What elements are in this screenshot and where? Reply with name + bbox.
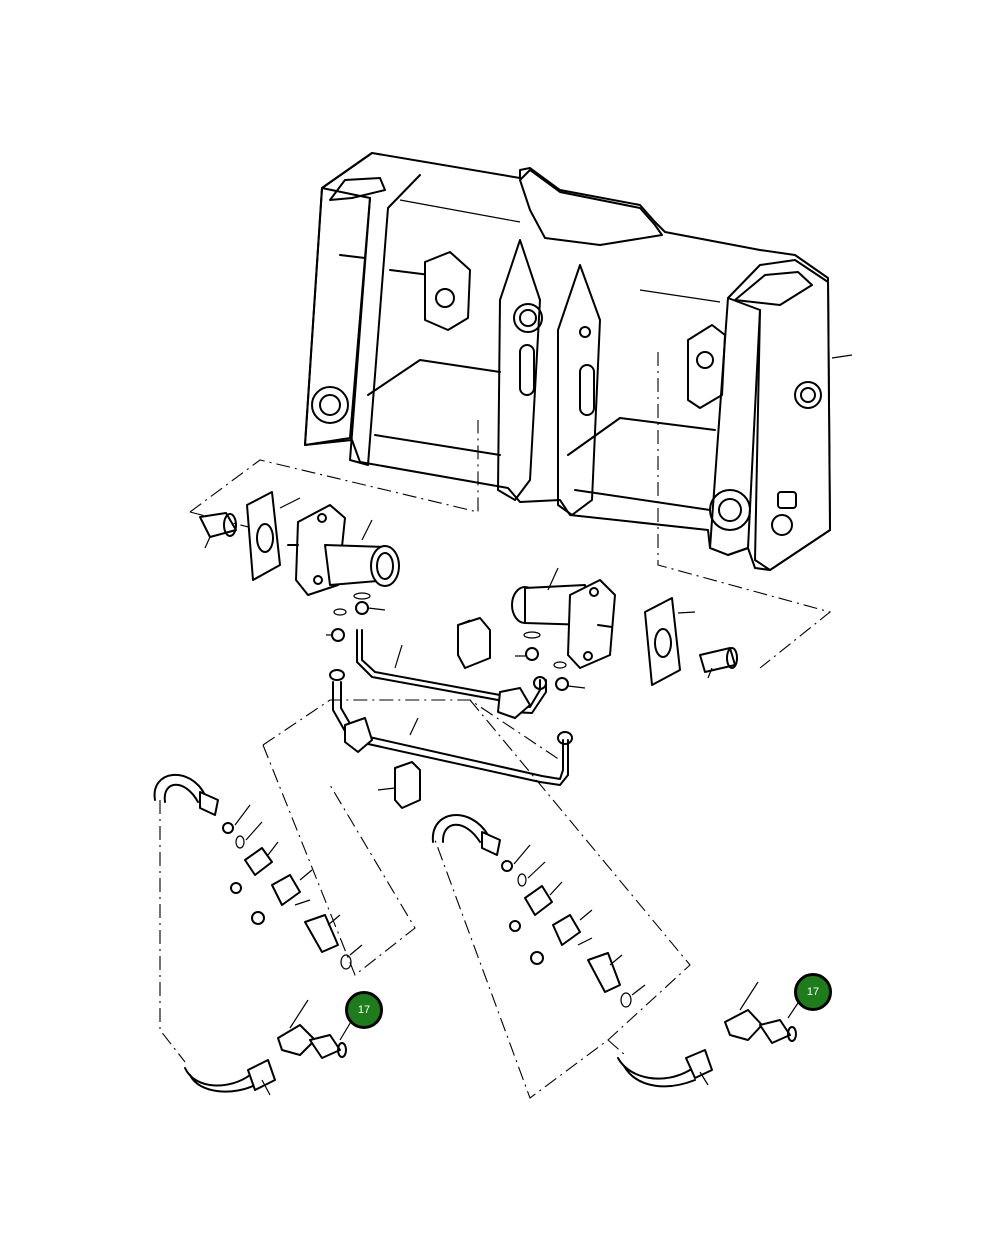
callout-17-left[interactable]: 17 <box>345 991 383 1029</box>
callout-label: 17 <box>357 1004 371 1016</box>
main-frame <box>304 152 853 571</box>
pin-fittings <box>326 592 586 691</box>
lower-hydraulic-tube <box>329 669 573 809</box>
callout-label: 17 <box>806 986 820 998</box>
left-pivot-pin-assembly <box>199 491 400 596</box>
callout-17-right[interactable]: 17 <box>794 973 832 1011</box>
left-hose-set <box>153 773 363 1096</box>
right-pivot-pin-assembly <box>511 567 738 686</box>
upper-hydraulic-tube <box>356 617 547 719</box>
right-hose-set <box>431 814 801 1088</box>
